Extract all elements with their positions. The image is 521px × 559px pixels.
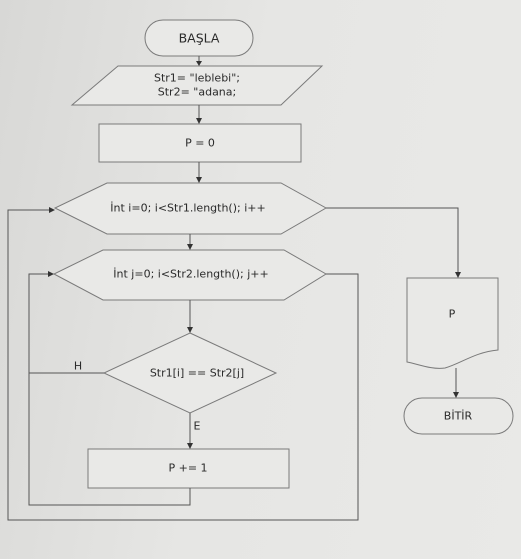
arrow-loop-i-loop-j bbox=[187, 244, 193, 250]
init-process-box bbox=[98, 123, 302, 163]
end-label: BİTİR bbox=[443, 409, 473, 423]
output-label: P bbox=[448, 307, 456, 321]
loop-i-label: İnt i=0; i<Str1.length(); i++ bbox=[110, 201, 266, 215]
arrow-loop-i-exit bbox=[455, 272, 461, 278]
arrow-decision-increment bbox=[187, 443, 193, 449]
output-document bbox=[406, 277, 499, 369]
start-label: BAŞLA bbox=[178, 30, 220, 46]
edge-loop-i-exit bbox=[326, 207, 459, 272]
input-parallelogram bbox=[70, 65, 324, 106]
end-terminal bbox=[403, 397, 514, 435]
input-line-1: Str1= "leblebi"; bbox=[153, 71, 241, 85]
no-branch-label: H bbox=[73, 359, 83, 373]
loop-i-hexagon bbox=[53, 182, 328, 235]
arrow-loop-j-decision bbox=[187, 327, 193, 333]
loop-j-label: İnt j=0; i<Str2.length(); j++ bbox=[113, 267, 269, 281]
arrow-init-loop-i bbox=[196, 177, 202, 183]
flow-edges bbox=[7, 56, 461, 521]
input-line-2: Str2= "adana; bbox=[157, 85, 237, 99]
yes-branch-label: E bbox=[193, 419, 201, 433]
init-label: P = 0 bbox=[185, 136, 215, 150]
arrow-output-end bbox=[453, 392, 459, 398]
edge-increment-loop-j bbox=[28, 273, 191, 506]
arrow-input-init bbox=[196, 118, 202, 124]
increment-label: P += 1 bbox=[168, 461, 208, 475]
decision-label: Str1[i] == Str2[j] bbox=[149, 366, 245, 380]
edge-loop-j-exit bbox=[7, 209, 359, 521]
arrow-start-input bbox=[196, 61, 202, 66]
increment-process-box bbox=[87, 448, 290, 489]
arrow-loop-j-exit bbox=[49, 207, 55, 213]
arrow-increment-loop-j bbox=[48, 271, 54, 277]
